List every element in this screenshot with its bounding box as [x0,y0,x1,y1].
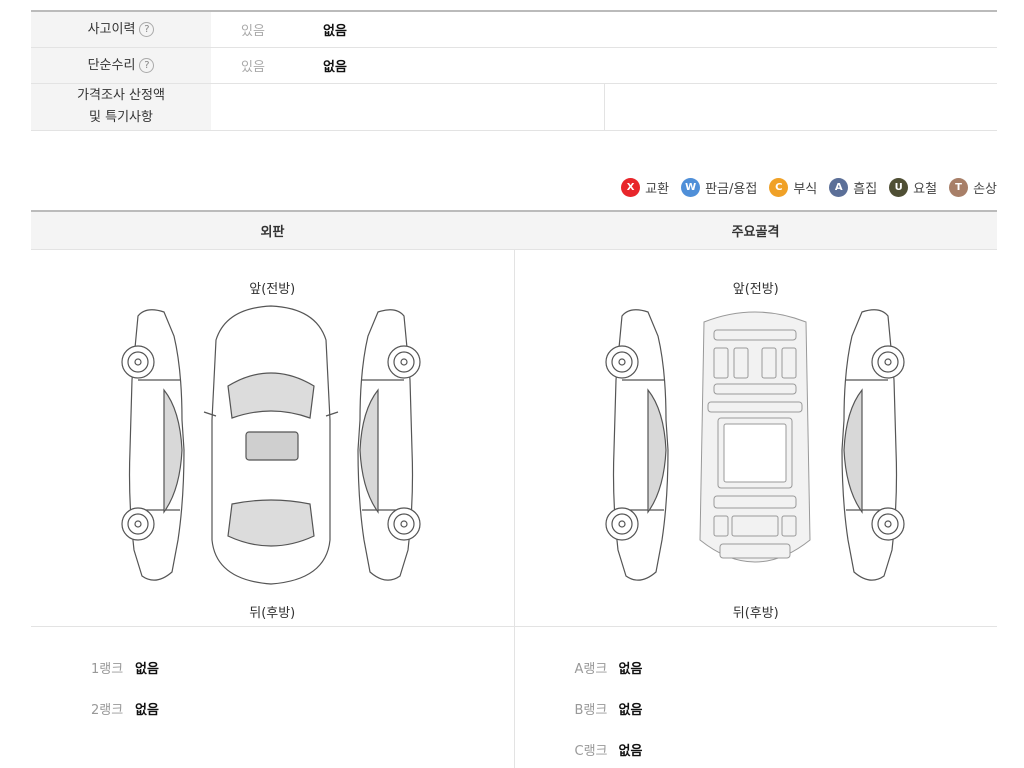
dent-icon: U [889,178,909,197]
damage-legend: X 교환 W 판금/용접 C 부식 A 흠집 U 요철 T 손상 [621,178,997,197]
frame-car-diagram[interactable] [600,300,910,590]
rear-label: 뒤(후방) [249,606,296,621]
price-note-cell [605,84,998,130]
scratch-icon: A [829,178,849,197]
exterior-car-diagram[interactable] [116,300,426,590]
rank-row: 1랭크 없음 [91,662,159,677]
exterior-title: 외판 [260,225,285,240]
legend-corrosion: C 부식 [769,178,817,197]
frame-ranks: A랭크 없음 B랭크 없음 C랭크 없음 [514,626,997,768]
front-label: 앞(전방) [249,282,296,297]
help-icon[interactable]: ? [139,58,155,73]
accident-history-row: 사고이력 ? 있음 없음 [31,12,997,48]
accident-history-label: 사고이력 ? [31,12,211,47]
frame-title: 주요골격 [731,225,780,240]
option-no: 없음 [323,60,347,75]
corrosion-icon: C [769,178,789,197]
rank-row: C랭크 없음 [574,744,643,759]
option-no: 없음 [323,24,347,39]
rear-label: 뒤(후방) [732,606,779,621]
accident-history-value: 있음 없음 [211,12,997,47]
damage-icon: T [949,178,969,197]
price-note-label: 가격조사 산정액 및 특기사항 [31,84,211,130]
vehicle-diagram: 외판 주요골격 앞(전방) [31,210,997,768]
front-label: 앞(전방) [732,282,779,297]
rank-row: B랭크 없음 [574,703,643,718]
legend-welding: W 판금/용접 [681,178,757,197]
simple-repair-value: 있음 없음 [211,48,997,83]
exterior-ranks: 1랭크 없음 2랭크 없음 [31,626,514,729]
legend-scratch: A 흠집 [829,178,877,197]
option-yes: 있음 [241,24,265,39]
legend-damage: T 손상 [949,178,997,197]
legend-dent: U 요철 [889,178,937,197]
rank-row: A랭크 없음 [574,662,643,677]
price-note-row: 가격조사 산정액 및 특기사항 [31,84,997,131]
simple-repair-label: 단순수리 ? [31,48,211,83]
diagram-header: 외판 주요골격 [31,212,997,250]
simple-repair-row: 단순수리 ? 있음 없음 [31,48,997,84]
exterior-panel: 앞(전방) [31,250,515,768]
rank-row: 2랭크 없음 [91,703,159,718]
exchange-icon: X [621,178,641,197]
history-table: 사고이력 ? 있음 없음 단순수리 ? 있음 없음 가격조사 산정액 및 특기사… [31,10,997,131]
legend-exchange: X 교환 [621,178,669,197]
option-yes: 있음 [241,60,265,75]
price-note-cell [211,84,605,130]
frame-panel: 앞(전방) [514,250,997,768]
welding-icon: W [681,178,701,197]
help-icon[interactable]: ? [139,22,155,37]
